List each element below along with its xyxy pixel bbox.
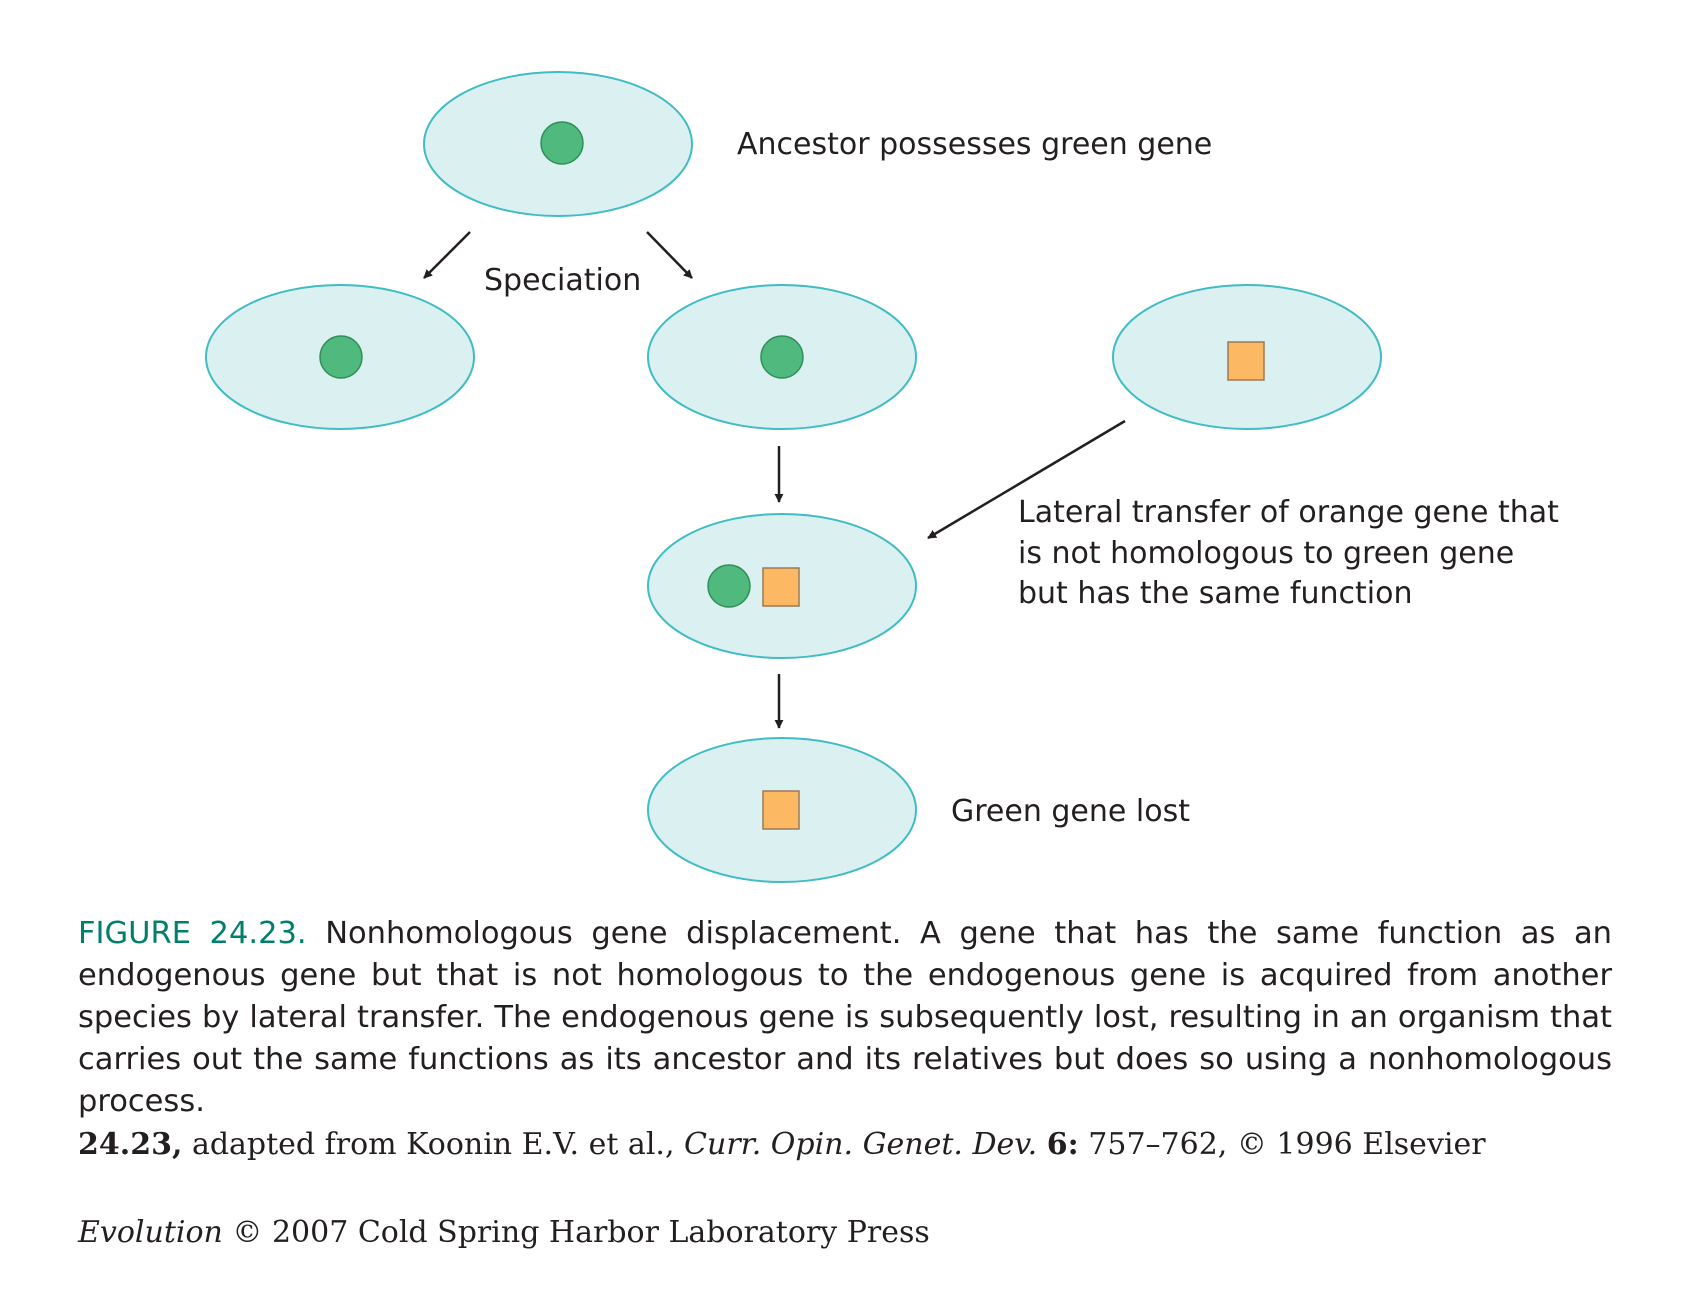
credit-rest: 757–762, © 1996 Elsevier xyxy=(1088,1127,1486,1162)
speciation-arrow-right xyxy=(646,231,693,279)
credit-journal: Curr. Opin. Genet. Dev. xyxy=(684,1127,1038,1162)
lateral-transfer-line-3: but has the same function xyxy=(1018,576,1412,611)
green-gene-lost-label: Green gene lost xyxy=(951,794,1190,829)
figure-caption: FIGURE 24.23. Nonhomologous gene displac… xyxy=(78,913,1612,1123)
gene-displacement-diagram: Ancestor possesses green gene Speciation… xyxy=(205,71,1568,883)
green-gene-icon xyxy=(319,335,363,379)
credit-volume: 6: xyxy=(1046,1127,1079,1162)
lateral-transfer-label: Lateral transfer of orange gene that is … xyxy=(1018,495,1568,611)
credit-figure-number: 24.23, xyxy=(78,1127,183,1162)
credit-adapted: adapted from Koonin E.V. et al., xyxy=(191,1127,675,1162)
figure-number: FIGURE 24.23. xyxy=(78,916,307,951)
green-gene-icon xyxy=(707,564,751,608)
orange-gene-icon xyxy=(762,790,800,830)
green-gene-icon xyxy=(540,121,584,165)
speciation-arrow-left xyxy=(423,231,471,279)
lateral-transfer-line-2: is not homologous to green gene xyxy=(1018,536,1514,571)
copyright-title: Evolution xyxy=(78,1215,223,1250)
caption-text: Nonhomologous gene displacement. A gene … xyxy=(78,916,1613,1119)
ancestor-label: Ancestor possesses green gene xyxy=(737,127,1212,162)
copyright-line: Evolution © 2007 Cold Spring Harbor Labo… xyxy=(78,1215,930,1250)
lateral-transfer-line-1: Lateral transfer of orange gene that xyxy=(1018,495,1559,530)
orange-gene-icon xyxy=(762,567,800,607)
speciation-label: Speciation xyxy=(484,263,641,298)
figure-credit: 24.23, adapted from Koonin E.V. et al., … xyxy=(78,1127,1486,1162)
lateral-transfer-arrow xyxy=(927,419,1126,540)
copyright-rest: © 2007 Cold Spring Harbor Laboratory Pre… xyxy=(232,1215,930,1250)
green-gene-icon xyxy=(760,335,804,379)
orange-gene-icon xyxy=(1227,341,1265,381)
